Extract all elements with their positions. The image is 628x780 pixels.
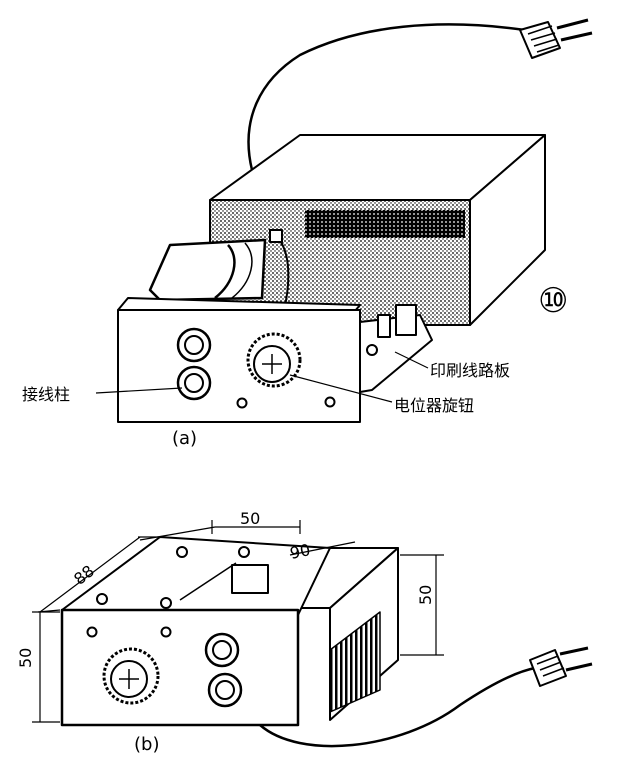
dim-length: 90 xyxy=(288,540,312,563)
screw-top-1 xyxy=(176,546,188,558)
power-cord-b xyxy=(259,666,536,748)
leader-pcb xyxy=(394,351,429,369)
binding-post-upper xyxy=(176,327,212,363)
screw-top-4 xyxy=(160,597,172,609)
label-potentiometer-knob: 电位器旋钮 xyxy=(394,396,474,415)
dim-height-left: 50 xyxy=(16,648,35,668)
screw-front-1 xyxy=(86,626,98,638)
caption-b: (b) xyxy=(134,734,159,755)
dim-depth: 88 xyxy=(70,561,98,589)
screw-a-2 xyxy=(324,396,336,408)
screw-top-3 xyxy=(96,593,108,605)
plug-a-icon xyxy=(519,18,593,59)
dim-height-right: 50 xyxy=(416,585,435,605)
speaker-fins xyxy=(329,611,381,713)
leader-knob xyxy=(289,374,393,403)
leader-binding-post xyxy=(95,387,183,394)
label-pcb: 印刷线路板 xyxy=(430,361,510,380)
top-slot xyxy=(231,564,269,594)
screw-front-2 xyxy=(160,626,172,638)
power-cord-a xyxy=(247,23,526,171)
battery xyxy=(148,238,267,302)
binding-post-b-lower xyxy=(207,672,243,708)
dim-top-width: 50 xyxy=(240,509,260,528)
screw-a-1 xyxy=(236,397,248,409)
label-binding-post: 接线柱 xyxy=(22,385,70,404)
plug-b-icon xyxy=(529,646,593,687)
potentiometer-knob-a xyxy=(246,332,302,388)
part-b-illustration xyxy=(32,520,593,748)
dimension-lines xyxy=(32,520,444,723)
figure-number: ⑩ xyxy=(538,281,568,321)
screw-top-2 xyxy=(238,546,250,558)
binding-post-lower xyxy=(176,365,212,401)
potentiometer-knob-b xyxy=(102,647,160,705)
front-panel-b xyxy=(60,608,300,727)
part-a-illustration xyxy=(95,18,593,423)
binding-post-b-upper xyxy=(204,632,240,668)
caption-a: (a) xyxy=(172,428,197,449)
speaker-grille xyxy=(305,210,465,238)
